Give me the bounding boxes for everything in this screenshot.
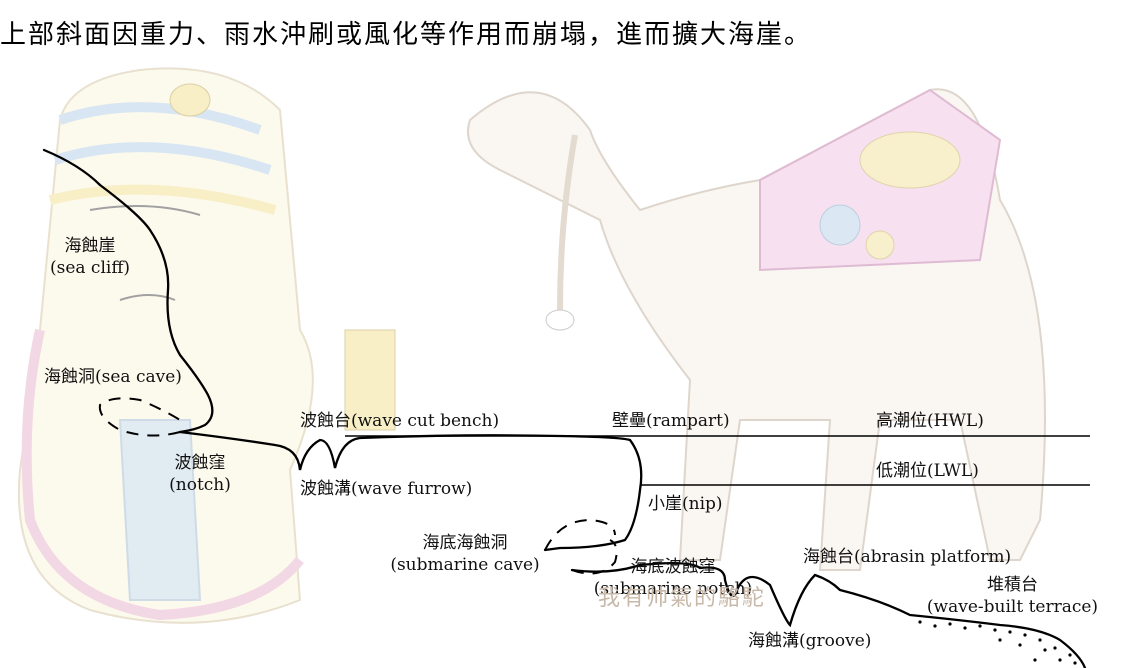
- camel-sketch: [467, 88, 1046, 571]
- label-submarine-cave-en: (submarine cave): [390, 555, 540, 575]
- pharaoh-sketch: [17, 67, 396, 624]
- label-lwl: 低潮位(LWL): [876, 461, 979, 481]
- label-submarine-cave: 海底海蝕洞 (submarine cave): [385, 532, 545, 576]
- label-submarine-notch-zh: 海底波蝕窪: [630, 557, 716, 577]
- label-sea-cave: 海蝕洞(sea cave): [44, 367, 182, 387]
- label-notch-zh: 波蝕窪: [174, 453, 226, 473]
- terrace-deposits: [918, 620, 1077, 665]
- label-nip: 小崖(nip): [648, 494, 723, 514]
- label-notch-en: (notch): [169, 475, 231, 495]
- label-groove: 海蝕溝(groove): [748, 631, 872, 651]
- label-submarine-notch-en: (submarine notch): [593, 579, 753, 599]
- watermark-text: 我有帅氣的駱駝: [598, 586, 767, 611]
- label-abrasion-platform: 海蝕台(abrasin platform): [803, 547, 1012, 567]
- caption-text: 上部斜面因重力、雨水沖刷或風化等作用而崩塌，進而擴大海崖。: [0, 20, 813, 50]
- label-hwl: 高潮位(HWL): [876, 411, 984, 431]
- label-wave-built-terrace-zh: 堆積台: [987, 575, 1038, 595]
- label-submarine-notch: 海底波蝕窪 (submarine notch): [583, 556, 763, 600]
- label-wave-furrow: 波蝕溝(wave furrow): [300, 479, 473, 499]
- label-wave-cut-bench: 波蝕台(wave cut bench): [300, 411, 500, 431]
- label-submarine-cave-zh: 海底海蝕洞: [422, 533, 508, 553]
- cliff-line: [42, 148, 214, 434]
- label-sea-cliff: 海蝕崖 (sea cliff): [25, 235, 155, 279]
- submarine-cave-outline: [544, 518, 618, 575]
- submarine-line: [570, 561, 1087, 668]
- label-wave-built-terrace: 堆積台 (wave-built terrace): [905, 574, 1120, 618]
- label-rampart: 壁壘(rampart): [612, 411, 730, 431]
- sea-cave-outline: [98, 397, 181, 437]
- label-sea-cliff-zh: 海蝕崖: [64, 236, 116, 256]
- label-sea-cliff-en: (sea cliff): [49, 258, 131, 278]
- label-wave-built-terrace-en: (wave-built terrace): [926, 597, 1099, 617]
- label-notch: 波蝕窪 (notch): [145, 452, 255, 496]
